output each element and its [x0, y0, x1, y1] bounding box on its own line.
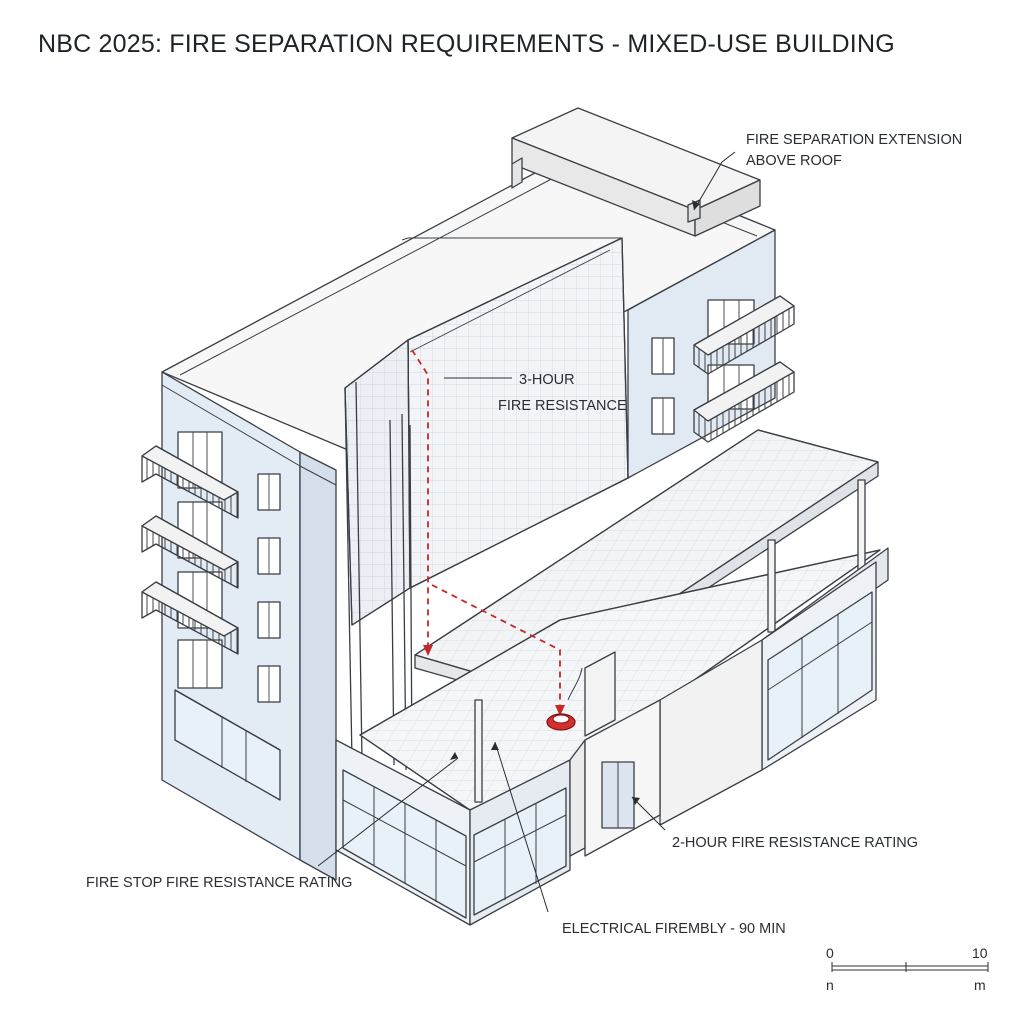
wall-rating-label-line1: 3-HOUR	[519, 372, 575, 388]
fire-wall-3-hour	[344, 237, 629, 771]
diagram-title: NBC 2025: FIRE SEPARATION REQUIREMENTS -…	[38, 30, 895, 58]
scale-unit-right-label: m	[974, 977, 986, 993]
front-storefront	[335, 739, 571, 926]
scale-start-label: 0	[826, 945, 834, 961]
roof-extension-label-line2: ABOVE ROOF	[746, 153, 842, 169]
entry-core	[569, 651, 661, 857]
scale-bar: 0 10 n m	[826, 945, 989, 993]
fire-stop-label: FIRE STOP FIRE RESISTANCE RATING	[86, 875, 352, 891]
roof-extension	[511, 107, 761, 237]
two-hour-label: 2-HOUR FIRE RESISTANCE RATING	[672, 835, 918, 851]
electrical-label: ELECTRICAL FIREMBLY - 90 MIN	[562, 921, 786, 937]
scale-end-label: 10	[972, 945, 988, 961]
leader-lines	[317, 151, 736, 913]
right-podium	[659, 547, 889, 826]
left-storefront	[174, 689, 281, 801]
lower-terrace	[359, 549, 881, 811]
wall-rating-label-line2: FIRE RESISTANCE	[498, 398, 627, 414]
fire-separation-path	[411, 349, 561, 715]
scale-unit-left-label: n	[826, 977, 834, 993]
firestop-device	[546, 667, 583, 731]
right-tower	[627, 229, 795, 479]
roof-extension-label-line1: FIRE SEPARATION EXTENSION	[746, 132, 962, 148]
left-tower-side-face	[299, 451, 337, 881]
left-balconies	[141, 445, 239, 655]
right-balconies	[693, 295, 795, 443]
